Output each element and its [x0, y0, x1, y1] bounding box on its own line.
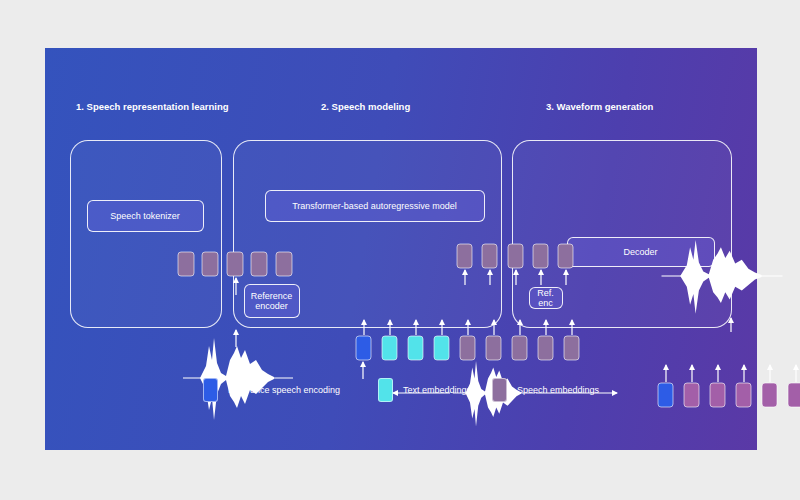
- speech-token: [508, 244, 523, 268]
- speech-token: [684, 383, 699, 407]
- flow-arrow: [493, 320, 494, 335]
- speech-token: [251, 252, 267, 276]
- stage-panel: 3. Waveform generationDecoderRef. enc: [512, 140, 732, 328]
- flow-arrow: [235, 330, 236, 347]
- speech-token: [538, 336, 553, 360]
- reference-token: [658, 383, 673, 407]
- flow-arrow: [464, 270, 465, 285]
- flow-arrow: [515, 270, 516, 285]
- flow-arrow: [565, 270, 566, 285]
- speech-token: [276, 252, 292, 276]
- speech-token: [202, 252, 218, 276]
- legend-label: Reference speech encoding: [228, 385, 340, 395]
- text-token: [382, 336, 397, 360]
- speech-token: [227, 252, 243, 276]
- flow-arrow: [467, 320, 468, 335]
- process-box: Decoder: [567, 237, 715, 267]
- speech-token: [460, 336, 475, 360]
- speech-token: [482, 244, 497, 268]
- text-token: [434, 336, 449, 360]
- flow-arrow: [363, 320, 364, 335]
- box-label: Ref. enc: [530, 288, 562, 308]
- flow-arrow: [730, 318, 731, 332]
- legend-label: Speech embeddings: [517, 385, 599, 395]
- flow-arrow: [691, 365, 692, 382]
- stage-panel: 1. Speech representation learningSpeech …: [70, 140, 222, 328]
- flow-arrow: [519, 320, 520, 335]
- flow-arrow: [389, 320, 390, 335]
- stage-heading: 1. Speech representation learning: [76, 101, 229, 112]
- legend-swatch: [378, 378, 393, 402]
- speech-token: [762, 383, 777, 407]
- speech-token: [788, 383, 800, 407]
- speech-token: [564, 336, 579, 360]
- speech-token: [457, 244, 472, 268]
- flow-arrow: [571, 320, 572, 335]
- legend-swatch: [203, 378, 218, 402]
- flow-arrow: [489, 270, 490, 285]
- illustration-layer: [45, 48, 800, 500]
- background-panel: 1. Speech representation learningSpeech …: [45, 48, 757, 450]
- process-box: Reference encoder: [244, 284, 300, 318]
- text-token: [408, 336, 423, 360]
- speech-token: [486, 336, 501, 360]
- flow-arrow: [362, 362, 363, 379]
- box-label: Speech tokenizer: [108, 211, 182, 221]
- flow-arrow: [665, 365, 666, 382]
- flow-arrow: [743, 365, 744, 382]
- legend-swatch: [492, 378, 507, 402]
- box-label: Transformer-based autoregressive model: [290, 201, 459, 211]
- token-squares: [178, 244, 800, 407]
- flow-arrows: [236, 270, 796, 393]
- speech-token: [533, 244, 548, 268]
- waveform: [183, 338, 293, 420]
- speech-token: [558, 244, 573, 268]
- flow-arrow: [235, 278, 236, 295]
- process-box: Speech tokenizer: [87, 200, 204, 232]
- flow-arrow: [717, 365, 718, 382]
- speech-token: [512, 336, 527, 360]
- reference-token: [356, 336, 371, 360]
- flow-arrow: [545, 320, 546, 335]
- stage-panel: 2. Speech modelingTransformer-based auto…: [233, 140, 502, 328]
- speech-token: [710, 383, 725, 407]
- flow-arrow: [441, 320, 442, 335]
- flow-arrow: [795, 365, 796, 382]
- flow-arrow: [769, 365, 770, 382]
- legend-label: Text embeddings: [403, 385, 471, 395]
- box-label: Reference encoder: [245, 291, 299, 311]
- process-box: Transformer-based autoregressive model: [265, 190, 485, 222]
- waveform: [662, 240, 783, 314]
- stage-heading: 2. Speech modeling: [321, 101, 410, 112]
- speech-token: [178, 252, 194, 276]
- flow-arrow: [415, 320, 416, 335]
- speech-token: [736, 383, 751, 407]
- stage-heading: 3. Waveform generation: [546, 101, 653, 112]
- process-box: Ref. enc: [529, 287, 563, 309]
- box-label: Decoder: [621, 247, 659, 257]
- flow-arrow: [540, 270, 541, 285]
